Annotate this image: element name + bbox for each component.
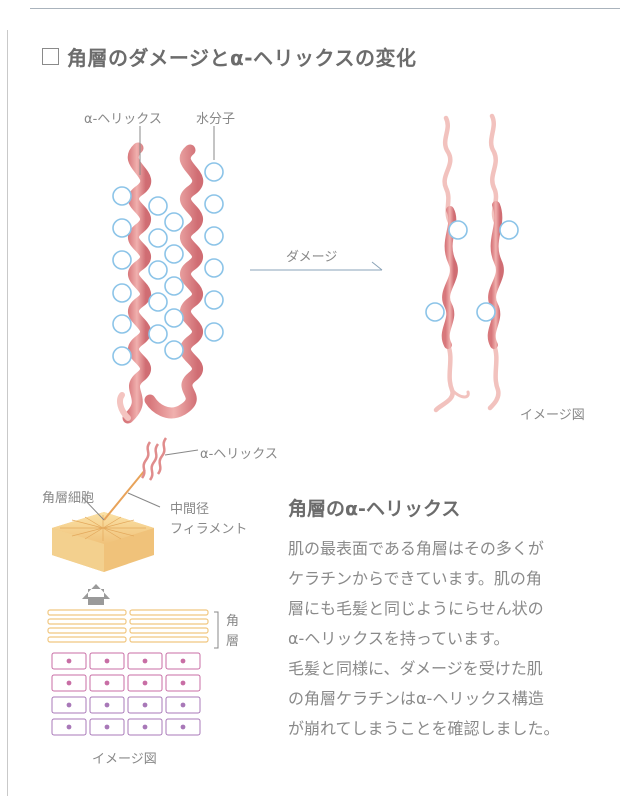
description-line: 肌の最表面である角層はその多くが xyxy=(288,539,544,558)
bottom-image-caption: イメージ図 xyxy=(92,752,157,767)
top-image-caption: イメージ図 xyxy=(520,408,585,423)
label-filament-line1: 中間径 xyxy=(170,502,210,517)
top-divider xyxy=(30,8,620,9)
stratum-corneum-layers xyxy=(47,609,209,643)
description-body: 肌の最表面である角層はその多くが ケラチンからできています。肌の角 層にも毛髪と… xyxy=(288,534,608,744)
description-line: α-ヘリックスを持っています。 xyxy=(288,629,510,648)
water-molecules-damaged xyxy=(425,220,519,322)
left-divider xyxy=(7,30,8,796)
description-line: 毛髪と同様に、ダメージを受けた肌 xyxy=(288,659,543,678)
alpha-helix-damaged-right xyxy=(487,113,504,411)
label-alpha-helix: α-ヘリックス xyxy=(84,112,162,127)
description-line: ケラチンからできています。肌の角 xyxy=(288,569,542,588)
up-arrow-icon xyxy=(82,584,110,605)
water-molecules-intact xyxy=(112,162,224,366)
label-damage: ダメージ xyxy=(286,250,338,265)
alpha-helix-intact-right xyxy=(144,144,204,419)
mini-alpha-helix xyxy=(140,437,199,481)
alpha-helix-intact-left xyxy=(117,142,152,424)
epidermal-cell-grid xyxy=(51,652,201,736)
corneocyte-block xyxy=(52,469,161,572)
section-header: 角層のダメージとα-ヘリックスの変化 xyxy=(42,42,416,71)
description-line: が崩れてしまうことを確認しました。 xyxy=(288,719,560,738)
stratum-bracket xyxy=(214,611,219,649)
label-alpha-helix-bottom: α-ヘリックス xyxy=(200,447,278,462)
label-corneocyte: 角層細胞 xyxy=(42,491,95,506)
description-line: の角層ケラチンはα-ヘリックス構造 xyxy=(288,689,544,708)
square-bullet-icon xyxy=(42,48,59,65)
description-line: 層にも毛髪と同じようにらせん状の xyxy=(288,599,544,618)
label-stratum-line2: 層 xyxy=(226,634,240,649)
description-heading: 角層のα-ヘリックス xyxy=(288,498,461,520)
label-filament-line2: フィラメント xyxy=(170,522,248,537)
label-stratum-line1: 角 xyxy=(226,614,240,629)
label-water-molecule: 水分子 xyxy=(196,112,236,127)
cell-nuclei xyxy=(66,658,186,730)
section-title: 角層のダメージとα-ヘリックスの変化 xyxy=(67,46,417,70)
alpha-helix-damaged-left xyxy=(433,115,470,413)
damage-arrow xyxy=(250,261,383,271)
